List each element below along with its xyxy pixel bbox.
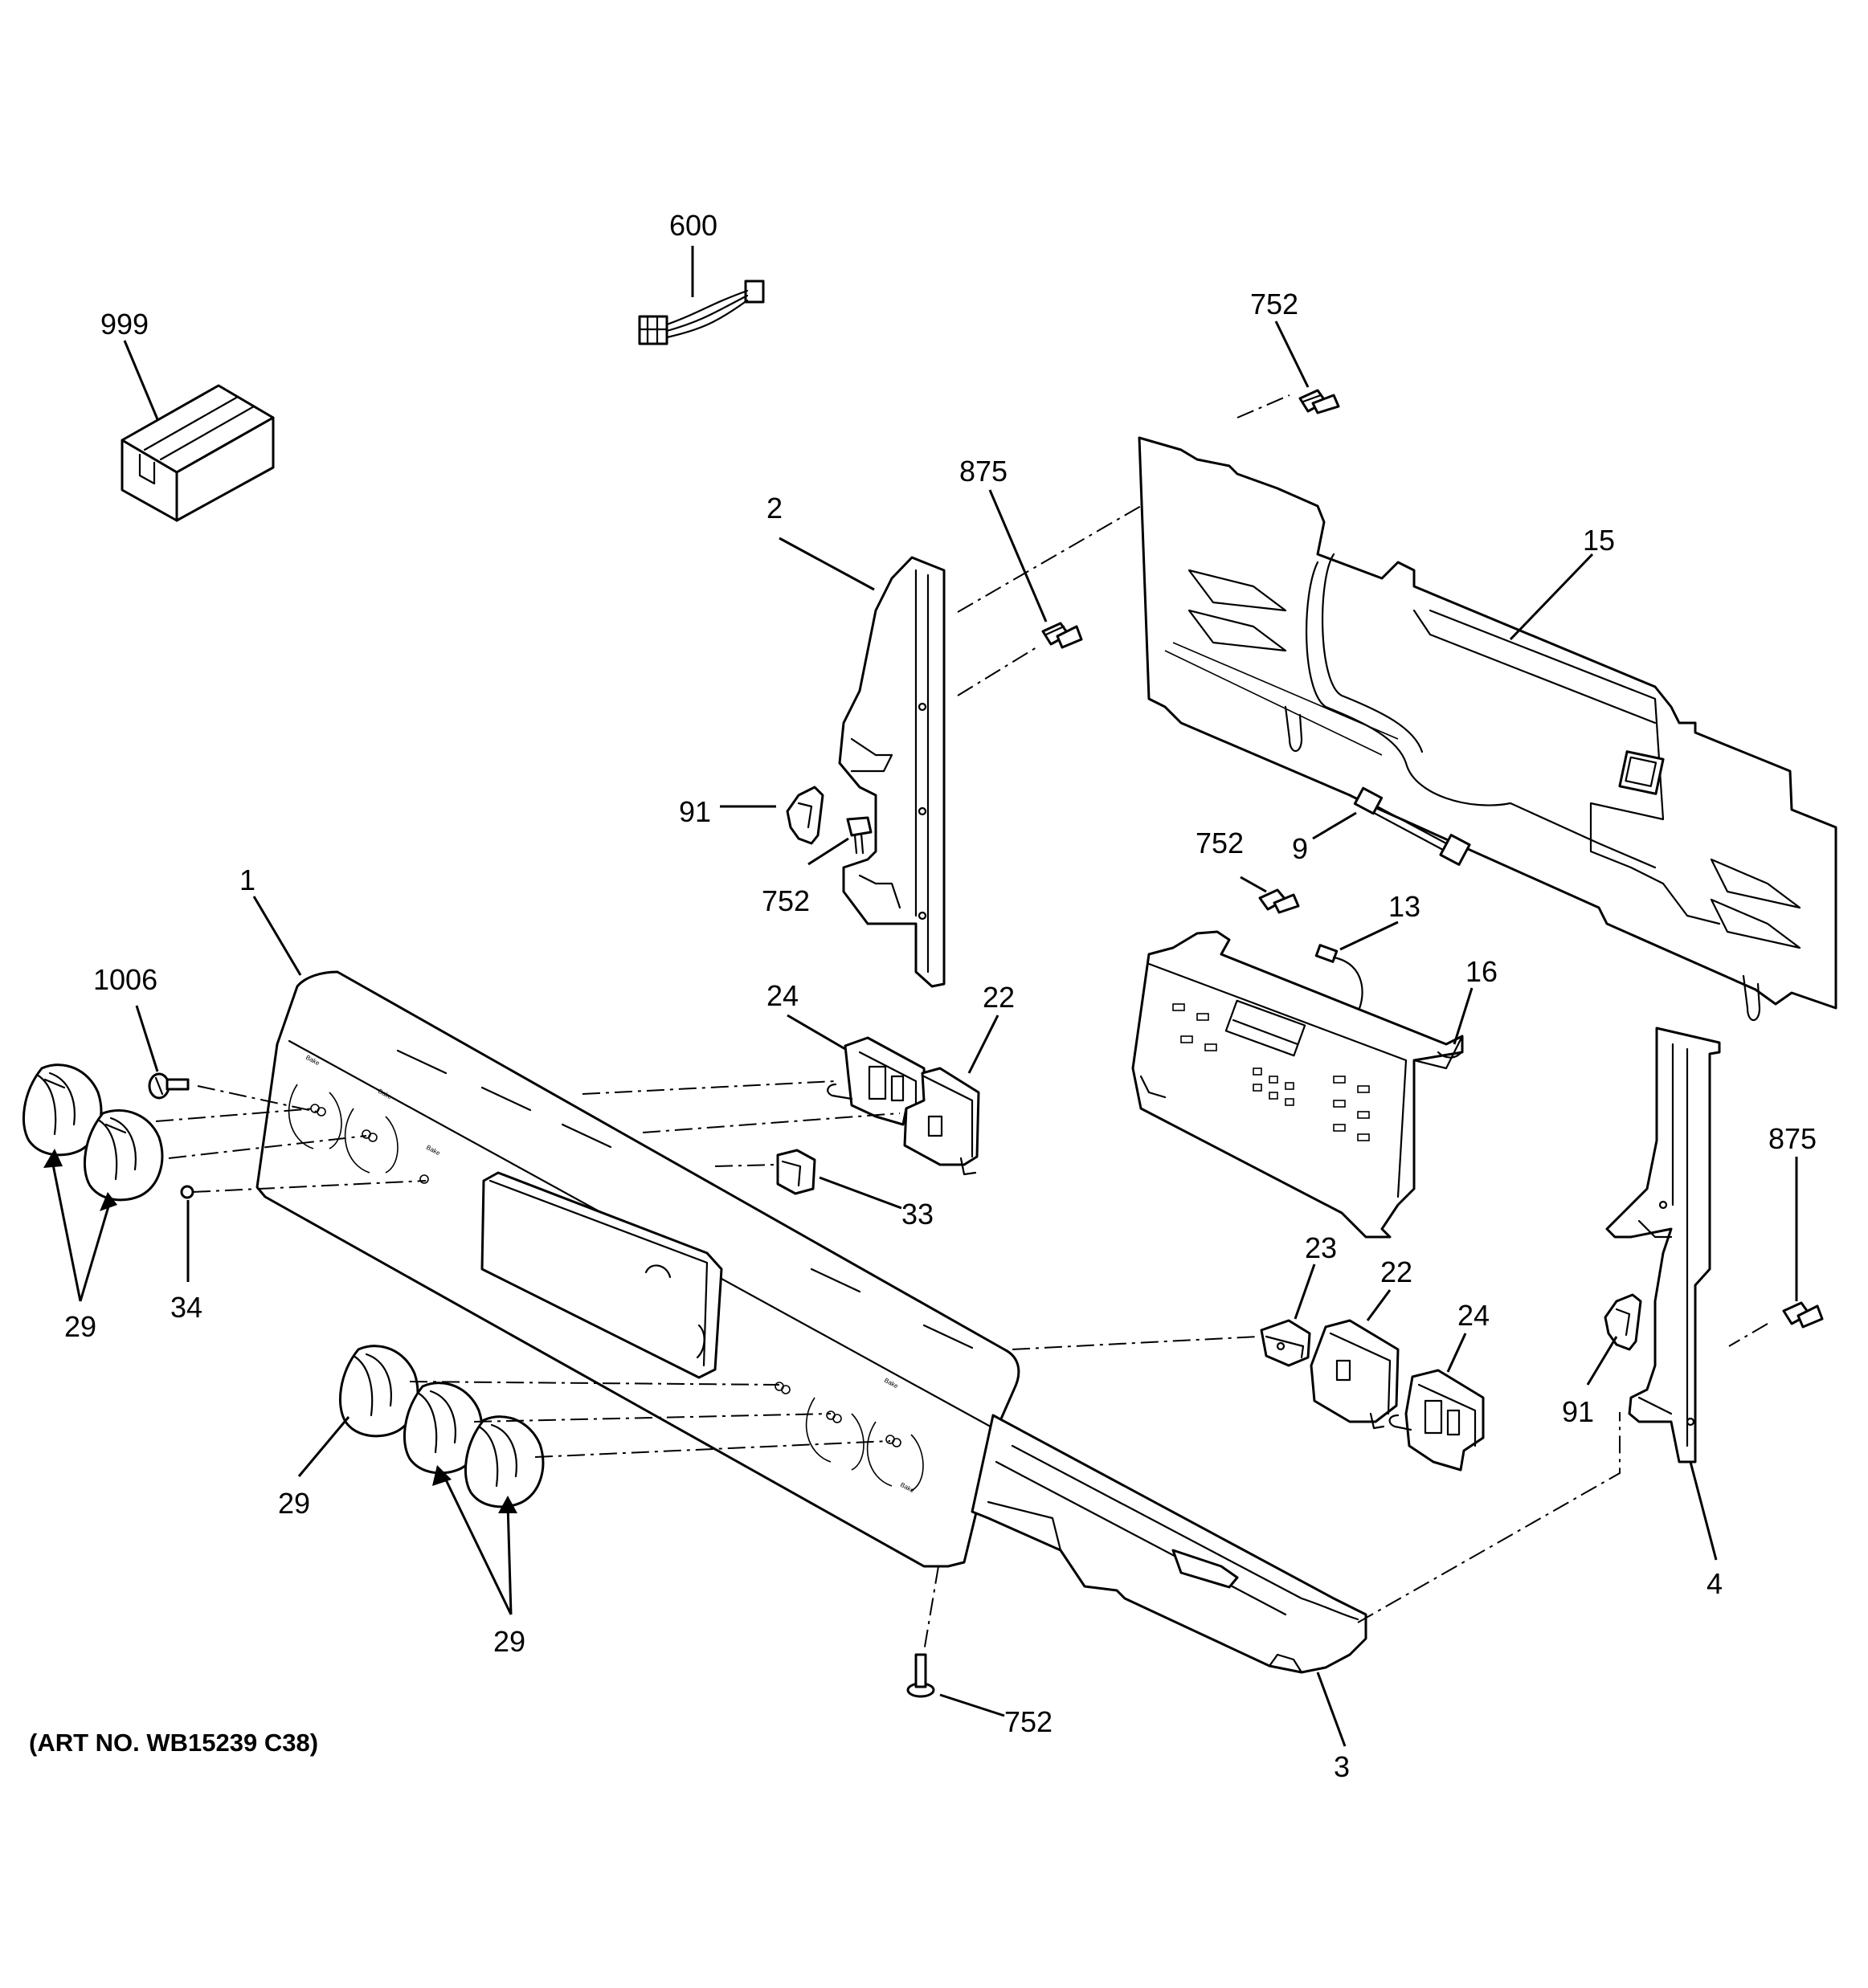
part-999-literature-box (121, 384, 275, 522)
part-24-switch-lower (1388, 1369, 1485, 1472)
part-34-clip (180, 1185, 194, 1199)
callout-labels: 999 600 752 875 2 15 91 752 9 752 13 1 1… (64, 209, 1817, 1783)
part-29-knob-lower-1 (338, 1345, 419, 1438)
part-1-control-panel: Bake Bake Bake Bake Bake (255, 970, 1020, 1568)
callout-23: 23 (1305, 1231, 1337, 1264)
part-29-knob-lower-2 (403, 1382, 484, 1475)
callout-22-lower: 22 (1380, 1255, 1412, 1288)
callout-16: 16 (1465, 955, 1498, 988)
part-752-screw-bracket (846, 816, 873, 855)
part-91-clip-left (786, 786, 824, 845)
part-9-wire-connector (1353, 786, 1471, 866)
callout-91-right: 91 (1562, 1395, 1594, 1428)
part-29-knob-left-1 (22, 1063, 103, 1157)
part-29-knob-lower-3 (464, 1415, 545, 1508)
callout-999: 999 (100, 308, 149, 341)
callout-1: 1 (239, 863, 255, 896)
callout-24-upper: 24 (766, 979, 799, 1012)
part-875-screw-upper (1041, 622, 1083, 649)
callout-15: 15 (1583, 524, 1615, 557)
callout-9: 9 (1292, 832, 1308, 865)
part-752-screw-top (1298, 389, 1340, 414)
part-3-front-trim (971, 1414, 1367, 1674)
leader-arrowheads (43, 1149, 517, 1513)
callout-875-upper: 875 (959, 455, 1008, 488)
callout-2: 2 (766, 492, 783, 525)
part-29-knob-left-2 (83, 1109, 164, 1202)
callout-34: 34 (170, 1291, 202, 1324)
part-600-wire-harness (638, 280, 765, 345)
part-752-screw-bottom (906, 1653, 935, 1698)
leader-lines (50, 246, 1798, 1747)
part-15-rear-panel (1138, 436, 1837, 1022)
part-4-right-side-bracket (1605, 1027, 1721, 1463)
part-24-switch-upper (827, 1036, 927, 1126)
part-33-light-switch (776, 1149, 816, 1195)
part-2-left-side-bracket (838, 556, 946, 988)
callout-91-left: 91 (679, 795, 711, 828)
callout-875-right: 875 (1768, 1122, 1817, 1155)
assembly-lines (155, 394, 1768, 1652)
callout-752-bracket: 752 (762, 884, 810, 917)
callout-33: 33 (901, 1198, 934, 1231)
art-number: (ART NO. WB15239 C38) (29, 1729, 318, 1757)
callout-752-top: 752 (1250, 288, 1298, 320)
part-1006-screw (148, 1072, 190, 1100)
part-22-switch-upper (903, 1067, 980, 1176)
callout-752-mid: 752 (1196, 827, 1244, 859)
callout-29-lower-pair: 29 (493, 1625, 525, 1658)
part-22-switch-lower (1310, 1319, 1400, 1430)
callout-29-lower-single: 29 (278, 1487, 310, 1520)
part-91-clip-right (1604, 1293, 1642, 1351)
part-752-screw-mid (1258, 888, 1300, 914)
callout-13: 13 (1388, 890, 1420, 923)
part-23-switch (1260, 1319, 1311, 1367)
callout-752-bottom: 752 (1004, 1705, 1053, 1738)
callout-3: 3 (1334, 1750, 1350, 1783)
callout-22-upper: 22 (983, 981, 1015, 1014)
callout-4: 4 (1707, 1567, 1723, 1600)
callout-29-left: 29 (64, 1310, 96, 1343)
callout-24-lower: 24 (1457, 1299, 1490, 1332)
part-875-screw-right (1782, 1301, 1824, 1329)
callout-1006: 1006 (93, 963, 157, 996)
part-16-control-board (1131, 930, 1464, 1239)
callout-600: 600 (669, 209, 717, 242)
